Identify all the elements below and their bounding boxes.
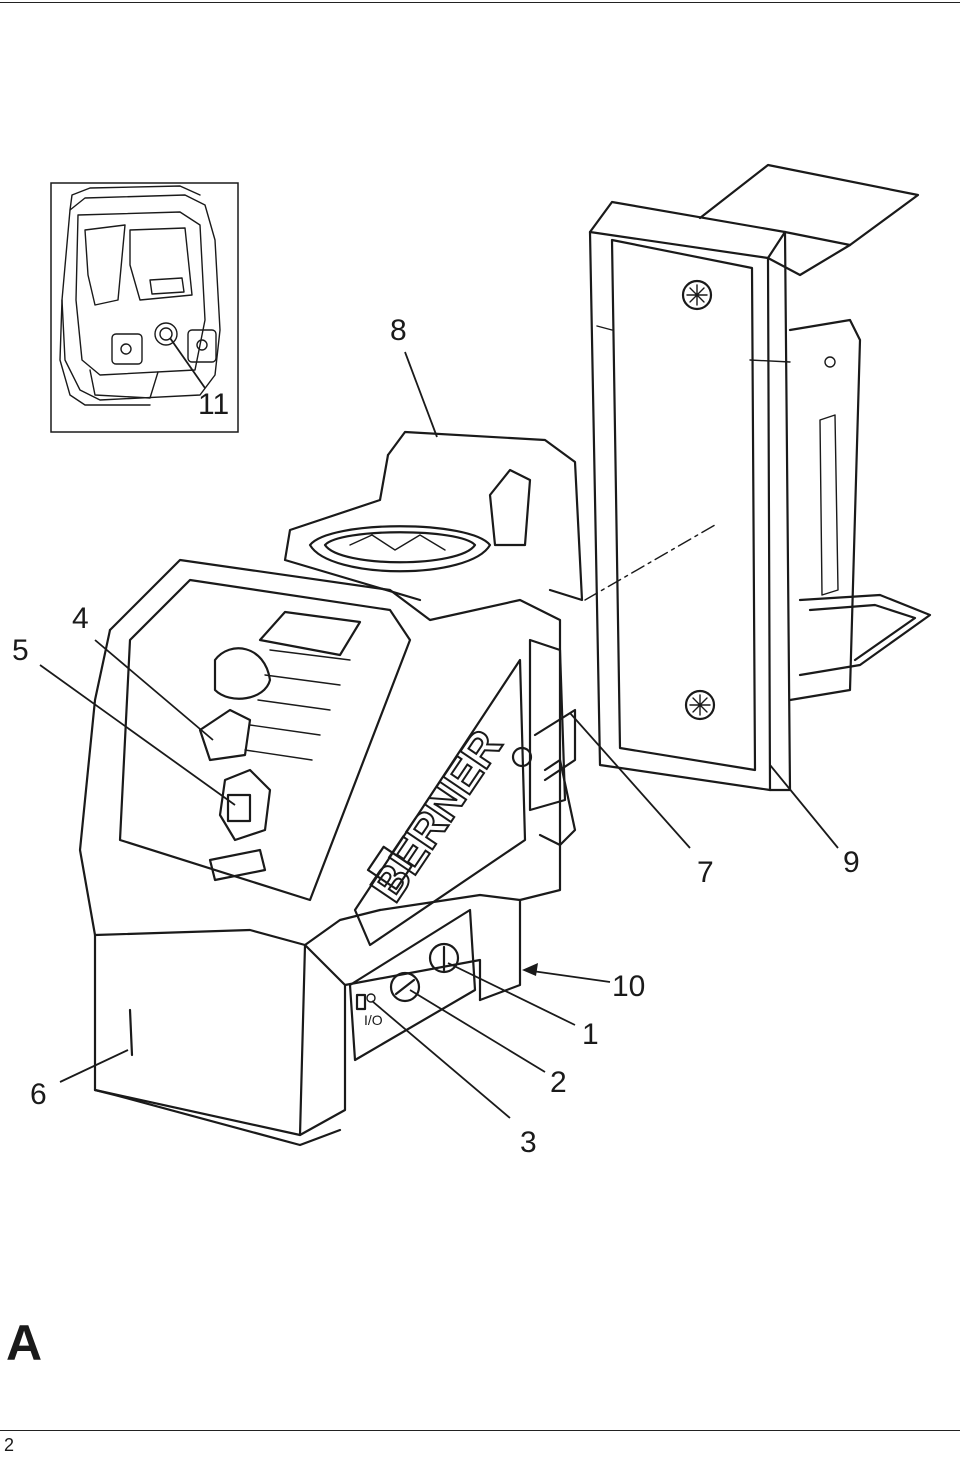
wall-bracket — [584, 163, 932, 792]
brand-label: BERNER — [360, 720, 512, 910]
page-number: 2 — [4, 1435, 15, 1455]
leader-lines — [39, 351, 839, 1119]
figure-letter: A — [6, 1315, 43, 1371]
callout-10: 10 — [612, 970, 645, 1003]
callout-labels: 1 2 3 4 5 6 7 8 9 10 11 — [12, 314, 860, 1159]
callout-6: 6 — [30, 1078, 47, 1111]
power-switch-label: I/O — [364, 1012, 383, 1028]
callout-7: 7 — [697, 856, 714, 889]
callout-4: 4 — [72, 602, 89, 635]
callout-11: 11 — [198, 388, 229, 421]
callout-8: 8 — [390, 314, 407, 347]
callout-1: 1 — [582, 1018, 599, 1051]
laser-device: BERNER I/O — [78, 430, 584, 1147]
inset-detail — [50, 182, 239, 433]
callout-9: 9 — [843, 846, 860, 879]
callout-5: 5 — [12, 634, 29, 667]
top-rule — [0, 2, 960, 3]
callout-3: 3 — [520, 1126, 537, 1159]
footer-rule — [0, 1430, 960, 1431]
callout-2: 2 — [550, 1066, 567, 1099]
